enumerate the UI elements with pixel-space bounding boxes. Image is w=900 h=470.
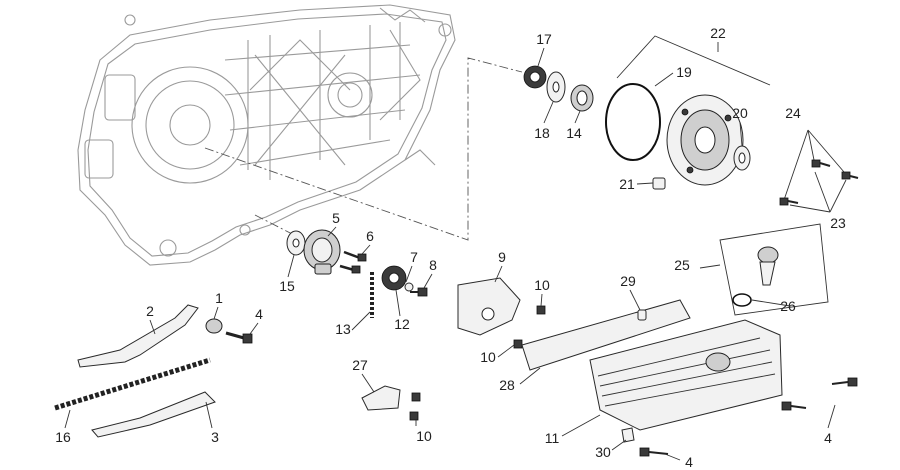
- timing-chain-16: [54, 357, 211, 411]
- seal-20: [733, 145, 751, 171]
- tensioner-slider-2: [77, 304, 199, 368]
- callout-10-top: 10: [534, 277, 550, 293]
- cover-9: [457, 277, 521, 336]
- callout-4-left: 4: [255, 306, 263, 322]
- callout-17: 17: [536, 31, 552, 47]
- callout-11: 11: [545, 430, 560, 446]
- callout-4-bottom: 4: [685, 454, 693, 470]
- callout-8: 8: [429, 257, 437, 273]
- callout-27: 27: [352, 357, 368, 373]
- callout-19: 19: [676, 64, 692, 80]
- callout-13: 13: [335, 321, 351, 337]
- callout-30: 30: [595, 444, 611, 460]
- clip-21: [652, 177, 666, 190]
- gasket-15: [286, 230, 306, 256]
- callout-24: 24: [785, 105, 801, 121]
- callout-5: 5: [332, 210, 340, 226]
- callout-3: 3: [211, 429, 219, 445]
- dashdot-line-crankcase: [204, 57, 523, 241]
- callout-1: 1: [215, 290, 223, 306]
- callout-10-mid: 10: [480, 349, 496, 365]
- guide-slider-3: [91, 391, 216, 438]
- callout-9: 9: [498, 249, 506, 265]
- o-ring-19: [605, 83, 661, 161]
- screws-6: [339, 250, 367, 274]
- callout-14: 14: [566, 125, 582, 141]
- callout-10-bottom: 10: [416, 428, 432, 444]
- o-ring-26: [732, 293, 752, 307]
- dipstick-group-25: [699, 223, 829, 316]
- screws-4-right: [639, 377, 858, 457]
- callout-15: 15: [279, 278, 295, 294]
- callout-23: 23: [830, 215, 846, 231]
- leader-lines: [64, 42, 836, 461]
- pump-sprocket-12: [381, 265, 407, 291]
- callout-4-right: 4: [824, 430, 832, 446]
- screws-24: [779, 129, 859, 213]
- washer-18: [546, 71, 566, 103]
- callout-21: 21: [619, 176, 635, 192]
- oil-pump-5: [303, 229, 341, 275]
- crankcase-drawing: [77, 4, 456, 266]
- callout-2: 2: [146, 303, 154, 319]
- washer-7: [404, 282, 414, 292]
- pin-29: [637, 309, 647, 321]
- bracket-22: [616, 35, 771, 86]
- callout-20: 20: [732, 105, 748, 121]
- bushing-14: [570, 84, 594, 112]
- spacer-1: [205, 318, 223, 334]
- screw-4-left: [225, 331, 253, 344]
- sprocket-17: [523, 65, 547, 89]
- callout-12: 12: [394, 316, 410, 332]
- filter-30: [621, 427, 635, 443]
- callout-6: 6: [366, 228, 374, 244]
- screws-10-lower: [409, 392, 421, 421]
- callout-7: 7: [410, 249, 418, 265]
- gasket-28: [521, 299, 691, 371]
- screw-8: [410, 287, 428, 297]
- bracket-27: [361, 385, 401, 411]
- callout-18: 18: [534, 125, 550, 141]
- callout-29: 29: [620, 273, 636, 289]
- callout-22: 22: [710, 25, 726, 41]
- oil-sump-11: [589, 319, 783, 431]
- callout-25: 25: [674, 257, 690, 273]
- cover-plate-22: [666, 94, 744, 186]
- callout-28: 28: [499, 377, 515, 393]
- callout-16: 16: [55, 429, 71, 445]
